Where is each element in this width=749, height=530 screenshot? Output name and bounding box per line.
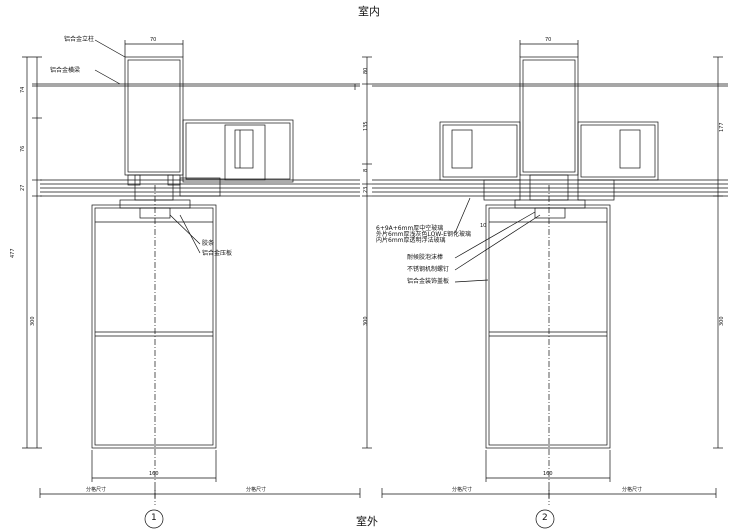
label-pressure-plate: 铝合金压板 bbox=[202, 250, 233, 257]
right-dim-top-width: 70 bbox=[545, 37, 552, 43]
left-dim-bottom-width: 160 bbox=[149, 471, 159, 477]
label-glass-1: 6+9A+6mm厚中空玻璃 bbox=[376, 225, 444, 232]
right-detail bbox=[362, 40, 728, 529]
right-dim-300-b: 300 bbox=[719, 316, 725, 326]
right-dim-8: 8 bbox=[363, 168, 369, 172]
label-glass-3: 内片6mm厚透明浮法玻璃 bbox=[376, 237, 446, 244]
label-screw: 不锈钢机制螺钉 bbox=[407, 266, 450, 273]
label-foam-rod: 耐候胶泡沫棒 bbox=[407, 254, 444, 261]
right-detail-number: 2 bbox=[542, 513, 548, 523]
right-dim-10: 10 bbox=[480, 223, 487, 229]
exterior-title: 室外 bbox=[356, 515, 378, 528]
interior-title: 室内 bbox=[358, 5, 380, 18]
label-cover: 铝合金装饰盖板 bbox=[407, 278, 450, 285]
left-dim-74: 74 bbox=[20, 86, 26, 93]
right-dim-80: 80 bbox=[363, 67, 369, 74]
label-glass-2: 外片6mm厚浅灰色LOW-E钢化玻璃 bbox=[376, 231, 472, 238]
left-detail-number: 1 bbox=[151, 513, 157, 523]
left-dim-76: 76 bbox=[20, 145, 26, 152]
left-dim-grid-left: 分格尺寸 bbox=[86, 487, 107, 493]
left-dim-grid-right: 分格尺寸 bbox=[246, 487, 267, 493]
label-mullion: 铝合金立柱 bbox=[64, 36, 95, 43]
left-detail bbox=[22, 39, 361, 529]
left-dim-300: 300 bbox=[30, 316, 36, 326]
right-dim-300: 300 bbox=[363, 316, 369, 326]
right-dim-177: 177 bbox=[719, 122, 725, 132]
label-sealant: 胶条 bbox=[202, 240, 215, 247]
label-transom: 铝合金横梁 bbox=[50, 67, 81, 74]
right-dim-grid-right: 分格尺寸 bbox=[622, 487, 643, 493]
left-dim-27: 27 bbox=[20, 184, 26, 191]
right-dim-grid-left: 分格尺寸 bbox=[452, 487, 473, 493]
right-dim-135: 135 bbox=[363, 121, 369, 131]
right-dim-bottom-width: 160 bbox=[543, 471, 553, 477]
left-dim-477: 477 bbox=[10, 248, 16, 258]
left-dim-top-width: 70 bbox=[150, 37, 157, 43]
right-dim-23: 23 bbox=[363, 186, 369, 193]
